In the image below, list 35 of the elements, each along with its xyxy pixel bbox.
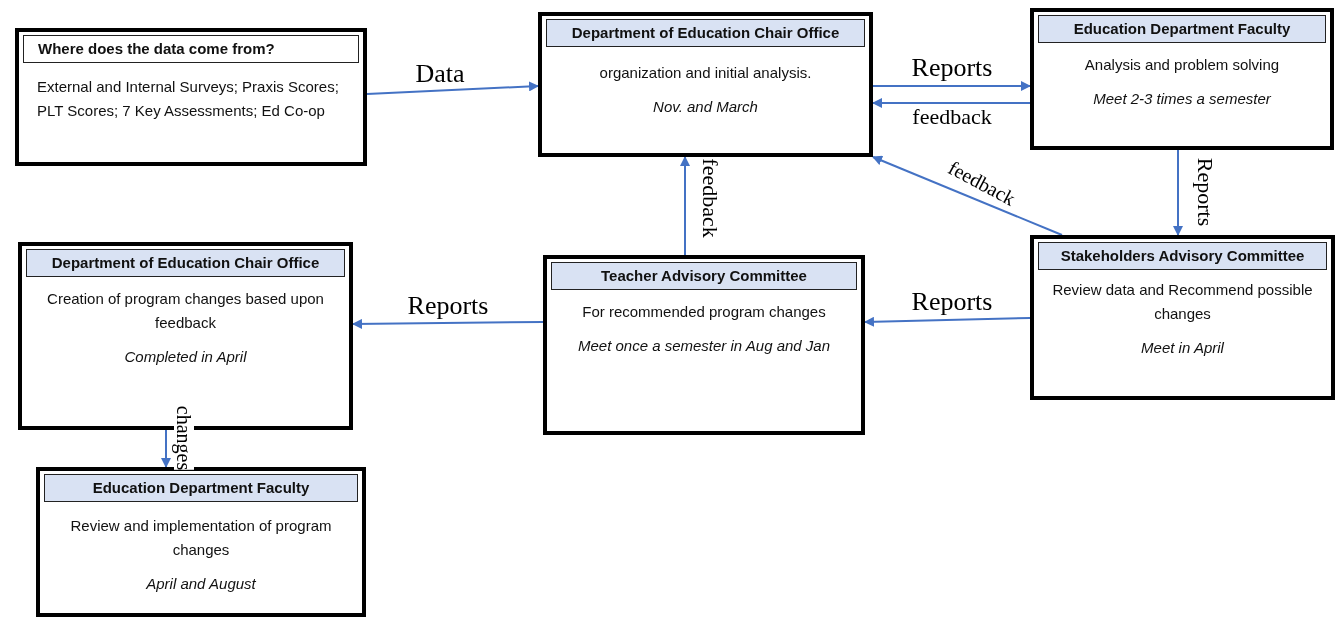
arrow xyxy=(680,156,690,256)
arrow xyxy=(872,81,1031,91)
arrow xyxy=(872,155,1063,236)
box-text: Review data and Recommend possible changes xyxy=(1051,280,1314,324)
box-heading: Stakeholders Advisory Committee xyxy=(1038,242,1327,270)
edge-label: changes xyxy=(174,405,194,471)
box-text: For recommended program changes xyxy=(581,302,827,322)
process-box xyxy=(538,12,873,157)
box-text: Review and implementation of program changes xyxy=(69,516,333,560)
schedule-note: April and August xyxy=(144,574,257,594)
schedule-note: Nov. and March xyxy=(652,97,759,117)
process-box xyxy=(543,255,865,435)
box-text: Analysis and problem solving xyxy=(1083,55,1281,75)
box-heading: Department of Education Chair Office xyxy=(546,19,865,47)
process-box xyxy=(1030,8,1334,150)
schedule-note: Meet in April xyxy=(1140,338,1225,358)
box-heading: Department of Education Chair Office xyxy=(26,249,345,277)
arrow xyxy=(161,429,171,468)
arrow xyxy=(366,81,539,95)
box-text: Creation of program changes based upon feedback xyxy=(46,289,325,333)
schedule-note: Meet once a semester in Aug and Jan xyxy=(576,336,832,356)
process-box xyxy=(15,28,367,166)
box-text: External and Internal Surveys; Praxis Scores; PLT Scores; 7 Key Assessments; Ed Co-op xyxy=(36,77,340,121)
arrow xyxy=(352,318,544,329)
box-heading: Education Department Faculty xyxy=(44,474,358,502)
box-text: organization and initial analysis. xyxy=(598,63,813,83)
schedule-note: Meet 2-3 times a semester xyxy=(1092,89,1272,109)
box-heading: Teacher Advisory Committee xyxy=(551,262,857,290)
schedule-note: Completed in April xyxy=(123,347,248,367)
box-heading: Where does the data come from? xyxy=(23,35,359,63)
arrow xyxy=(1173,149,1183,236)
process-box xyxy=(1030,235,1335,400)
box-heading: Education Department Faculty xyxy=(1038,15,1326,43)
arrow xyxy=(864,316,1031,327)
arrow xyxy=(872,98,1031,108)
